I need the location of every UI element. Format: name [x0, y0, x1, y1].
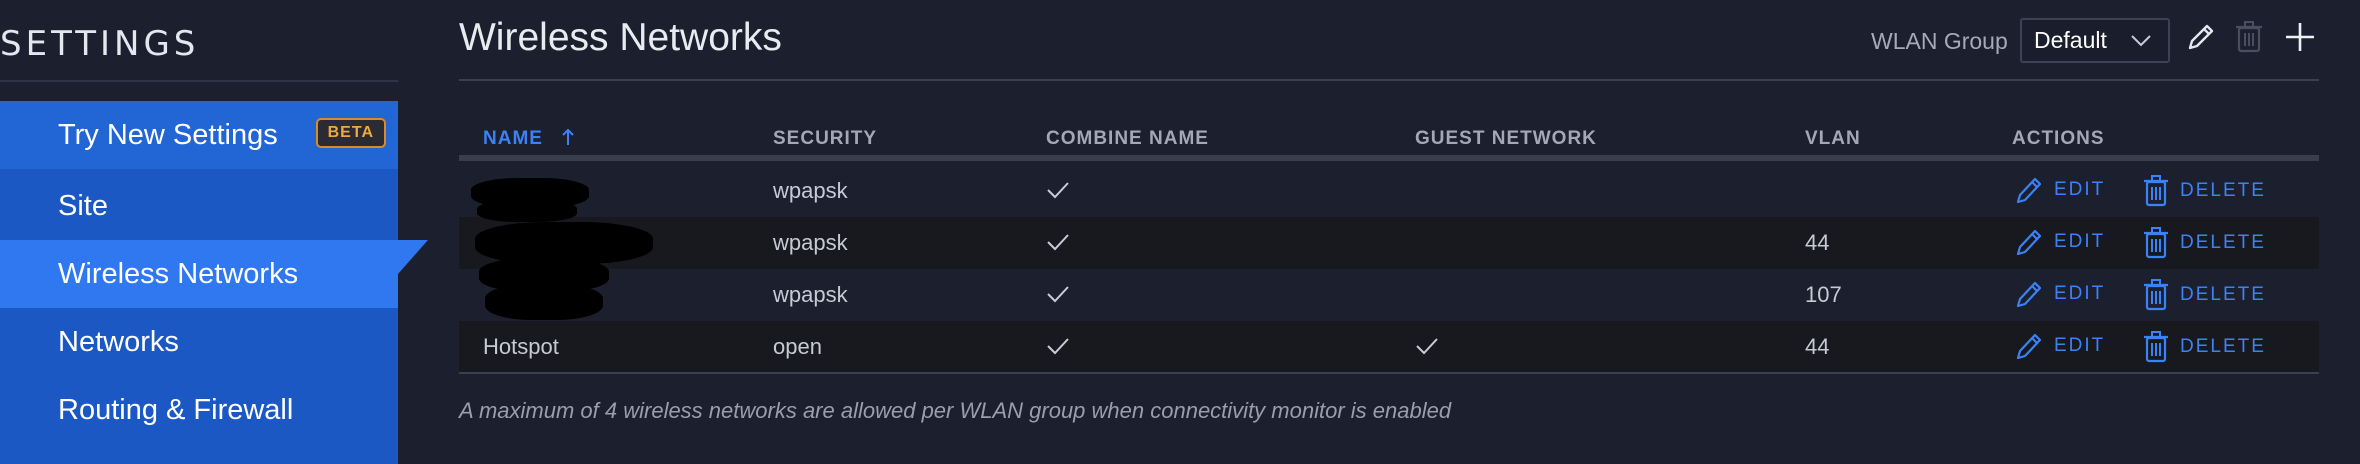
nav-item-routing-firewall[interactable]: Routing & Firewall [0, 376, 398, 444]
nav-item-wireless-networks[interactable]: Wireless Networks [0, 240, 398, 308]
delete-group-icon [2236, 21, 2262, 53]
delete-label: DELETE [2180, 180, 2266, 201]
edit-button[interactable]: EDIT [2014, 278, 2105, 310]
delete-label: DELETE [2180, 336, 2266, 357]
sidebar-divider [0, 80, 398, 82]
network-security: wpapsk [773, 230, 848, 255]
column-header-vlan[interactable]: VLAN [1805, 128, 1861, 149]
nav-item-label: Site [58, 189, 108, 222]
main-content: Wireless Networks WLAN Group Default [459, 0, 2319, 464]
beta-badge: BETA [315, 118, 386, 148]
nav-item-networks[interactable]: Networks [0, 308, 398, 376]
settings-nav: Try New Settings BETA Site Wireless Netw… [0, 101, 398, 464]
edit-button[interactable]: EDIT [2014, 226, 2105, 258]
check-icon [1047, 182, 1069, 199]
column-header-combine-name[interactable]: COMBINE NAME [1046, 128, 1209, 149]
delete-button[interactable]: DELETE [2142, 174, 2266, 208]
edit-label: EDIT [2054, 335, 2106, 356]
settings-sidebar: SETTINGS Try New Settings BETA Site Wire… [0, 0, 428, 464]
network-security: wpapsk [773, 178, 848, 203]
table-row: wpapsk 44 EDIT DELETE [459, 217, 2319, 269]
redaction-mark [477, 200, 577, 222]
delete-button[interactable]: DELETE [2142, 330, 2266, 364]
edit-group-icon[interactable] [2184, 20, 2218, 54]
add-icon[interactable] [2283, 20, 2317, 54]
network-vlan: 44 [1805, 230, 1830, 255]
check-icon [1047, 286, 1069, 303]
network-security: open [773, 334, 822, 359]
trash-icon [2144, 331, 2168, 363]
edit-label: EDIT [2054, 179, 2106, 200]
column-header-name[interactable]: NAME [483, 128, 575, 150]
column-header-security[interactable]: SECURITY [773, 128, 878, 149]
check-icon [1047, 234, 1069, 251]
delete-label: DELETE [2180, 232, 2266, 253]
column-header-guest-network[interactable]: GUEST NETWORK [1415, 128, 1597, 149]
edit-button[interactable]: EDIT [2014, 330, 2105, 362]
redaction-mark [485, 284, 603, 320]
table-row: wpapsk EDIT DELETE [459, 165, 2319, 217]
pencil-icon [2016, 177, 2042, 204]
wlan-group-label: WLAN Group [1871, 28, 2008, 54]
delete-button[interactable]: DELETE [2142, 278, 2266, 312]
pencil-icon [2016, 229, 2042, 256]
network-vlan: 107 [1805, 282, 1842, 307]
nav-item-label: Routing & Firewall [58, 393, 294, 426]
redaction-mark [475, 222, 653, 264]
nav-item-label: Wireless Networks [58, 257, 299, 290]
pencil-icon [2016, 281, 2042, 308]
check-icon [1047, 338, 1069, 355]
trash-icon [2144, 227, 2168, 259]
wlan-group-value: Default [2034, 27, 2107, 53]
network-name: Hotspot [483, 334, 559, 359]
table-row: Hotspot open 44 EDIT DELETE [459, 321, 2319, 373]
sort-ascending-icon [562, 128, 574, 145]
edit-label: EDIT [2054, 231, 2106, 252]
nav-item-label: Try New Settings [58, 118, 278, 151]
header-divider [459, 79, 2319, 81]
trash-icon [2144, 279, 2168, 311]
delete-button[interactable]: DELETE [2142, 226, 2266, 260]
column-header-label: NAME [483, 128, 543, 149]
trash-icon [2144, 175, 2168, 207]
nav-item-try-new-settings[interactable]: Try New Settings BETA [0, 101, 398, 169]
edit-button[interactable]: EDIT [2014, 174, 2105, 206]
column-header-actions: ACTIONS [2012, 128, 2105, 149]
table-header-divider [459, 155, 2319, 161]
nav-item-site[interactable]: Site [0, 172, 398, 240]
wlan-limit-note: A maximum of 4 wireless networks are all… [459, 398, 1452, 423]
guest-check-icon [1416, 338, 1438, 355]
delete-label: DELETE [2180, 284, 2266, 305]
settings-title: SETTINGS [0, 24, 200, 64]
table-bottom-divider [459, 372, 2319, 374]
network-security: wpapsk [773, 282, 848, 307]
table-row: wpapsk 107 EDIT DELETE [459, 269, 2319, 321]
edit-label: EDIT [2054, 283, 2106, 304]
pencil-icon [2016, 333, 2042, 360]
active-indicator [398, 240, 458, 274]
wlan-group-select[interactable]: Default [2020, 18, 2170, 63]
network-vlan: 44 [1805, 334, 1830, 359]
chevron-down-icon [2131, 35, 2151, 47]
nav-item-label: Networks [58, 325, 179, 358]
page-title: Wireless Networks [459, 16, 782, 59]
